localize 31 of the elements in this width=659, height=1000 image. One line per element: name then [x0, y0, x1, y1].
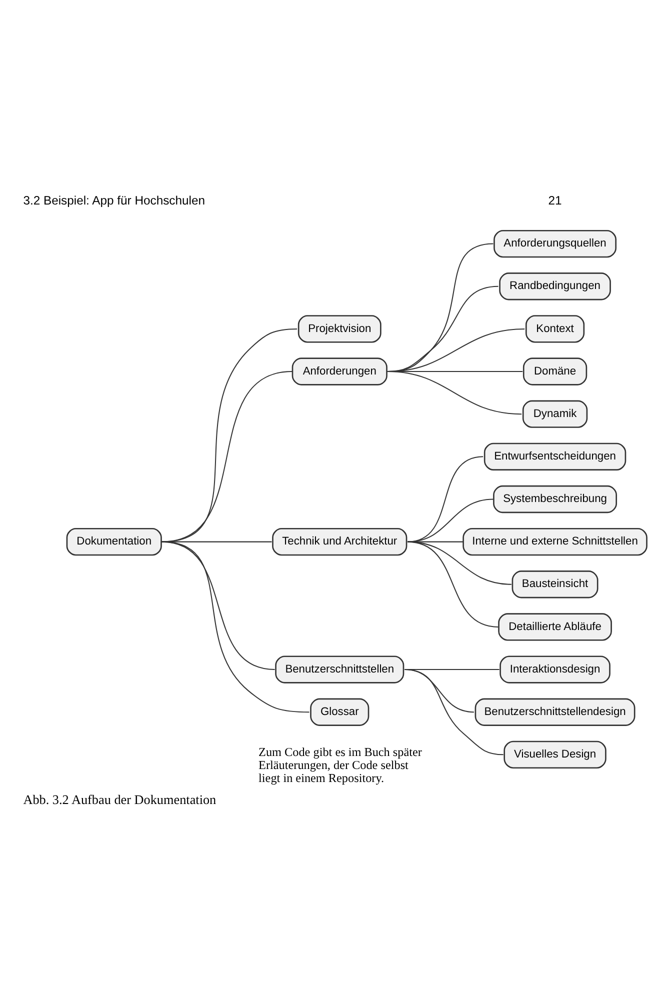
connector [162, 371, 292, 542]
node-box: Dynamik [522, 400, 588, 428]
node-box: Bausteinsicht [512, 570, 598, 598]
node-box: Visuelles Design [504, 740, 606, 768]
caption: Abb. 3.2 Aufbau der Dokumentation [23, 792, 216, 808]
node-box: Projektvision [298, 315, 382, 343]
node-box: Detaillierte Abläufe [498, 613, 612, 641]
node-box: Glossar [310, 698, 370, 726]
connector [387, 371, 522, 415]
label: 3.2 Beispiel: App für Hochschulen [23, 193, 205, 208]
node-box: Anforderungsquellen [494, 230, 616, 258]
node-box: Interne und externe Schnittstellen [462, 528, 648, 556]
node-box: Technik und Architektur [272, 528, 408, 556]
node-box: Domäne [522, 358, 588, 386]
node-box: Randbedingungen [499, 272, 611, 300]
connector [407, 541, 498, 628]
node-box: Benutzerschnittstellendesign [474, 698, 636, 726]
node-box: Benutzerschnittstellen [275, 656, 404, 684]
connector [162, 328, 298, 542]
node-box: Kontext [525, 315, 585, 343]
connector [408, 498, 494, 542]
node-box: Dokumentation [66, 528, 162, 556]
node-box: Systembeschreibung [493, 485, 618, 514]
connector [162, 541, 310, 713]
node-box: Anforderungen [292, 358, 388, 386]
node-box: Entwurfsentscheidungen [484, 442, 626, 470]
label: 21 [548, 193, 562, 208]
label: Zum Code gibt es im Buch später Erläuterungen, der Code selbst liegt in einem Repository. [258, 744, 422, 786]
node-box: Interaktionsdesign [500, 656, 610, 684]
connector [407, 456, 484, 542]
connector [404, 669, 504, 756]
